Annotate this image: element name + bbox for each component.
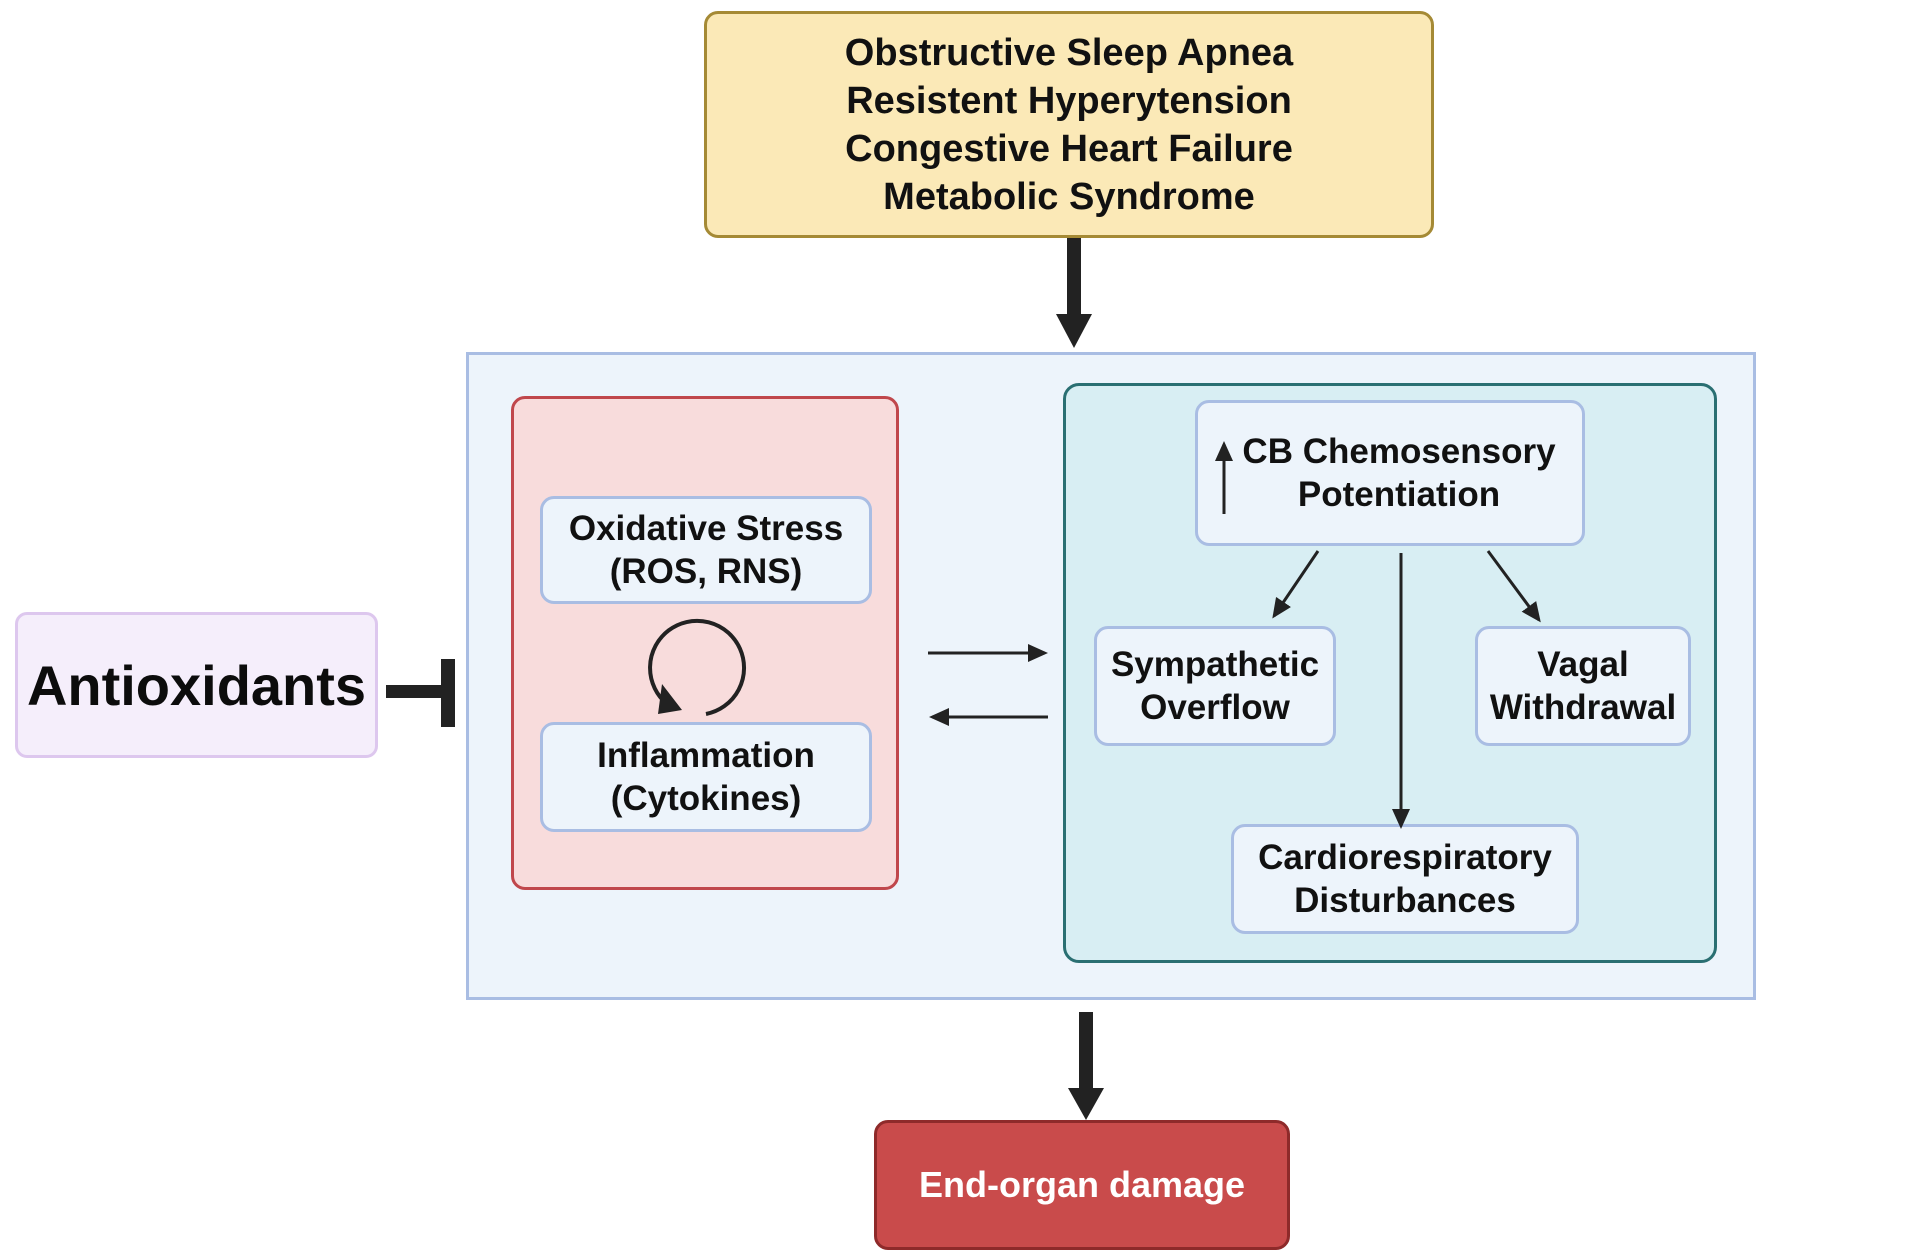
antioxidants-box: Antioxidants xyxy=(15,612,378,758)
conditions-to-mechanism-arrow xyxy=(1056,238,1092,348)
vagal-sublabel: Withdrawal xyxy=(1489,688,1677,727)
oxidative-stress-label: Oxidative Stress xyxy=(568,509,844,548)
cardiorespiratory-sublabel: Disturbances xyxy=(1294,881,1516,920)
condition-line: Congestive Heart Failure xyxy=(845,127,1293,170)
vagal-withdrawal-box: Vagal Withdrawal xyxy=(1475,626,1691,746)
inhibition-bar-icon xyxy=(386,659,455,727)
sympathetic-overflow-box: Sympathetic Overflow xyxy=(1094,626,1336,746)
conditions-text: Obstructive Sleep Apnea Resistent Hypery… xyxy=(845,29,1293,221)
conditions-box: Obstructive Sleep Apnea Resistent Hypery… xyxy=(704,11,1434,238)
sympathetic-label: Sympathetic xyxy=(1110,645,1320,684)
end-organ-damage-label: End-organ damage xyxy=(918,1164,1246,1205)
sympathetic-sublabel: Overflow xyxy=(1140,688,1290,727)
condition-line: Obstructive Sleep Apnea xyxy=(844,31,1294,74)
cb-potentiation-sublabel: Potentiation xyxy=(1297,475,1501,514)
end-organ-damage-box: End-organ damage xyxy=(874,1120,1290,1250)
vagal-label: Vagal xyxy=(1537,645,1629,684)
oxidative-stress-sublabel: (ROS, RNS) xyxy=(609,552,803,591)
inflammation-label: Inflammation xyxy=(597,736,815,775)
cb-potentiation-label: CB Chemosensory xyxy=(1242,432,1556,471)
oxidative-stress-box: Oxidative Stress (ROS, RNS) xyxy=(540,496,872,604)
cardiorespiratory-box: Cardiorespiratory Disturbances xyxy=(1231,824,1579,934)
inflammation-box: Inflammation (Cytokines) xyxy=(540,722,872,832)
inflammation-sublabel: (Cytokines) xyxy=(610,779,802,818)
condition-line: Resistent Hyperytension xyxy=(846,79,1292,122)
cb-potentiation-box: CB Chemosensory Potentiation xyxy=(1195,400,1585,546)
antioxidants-label: Antioxidants xyxy=(26,653,367,717)
condition-line: Metabolic Syndrome xyxy=(883,175,1255,218)
mechanism-to-damage-arrow xyxy=(1068,1012,1104,1120)
cardiorespiratory-label: Cardiorespiratory xyxy=(1258,838,1552,877)
